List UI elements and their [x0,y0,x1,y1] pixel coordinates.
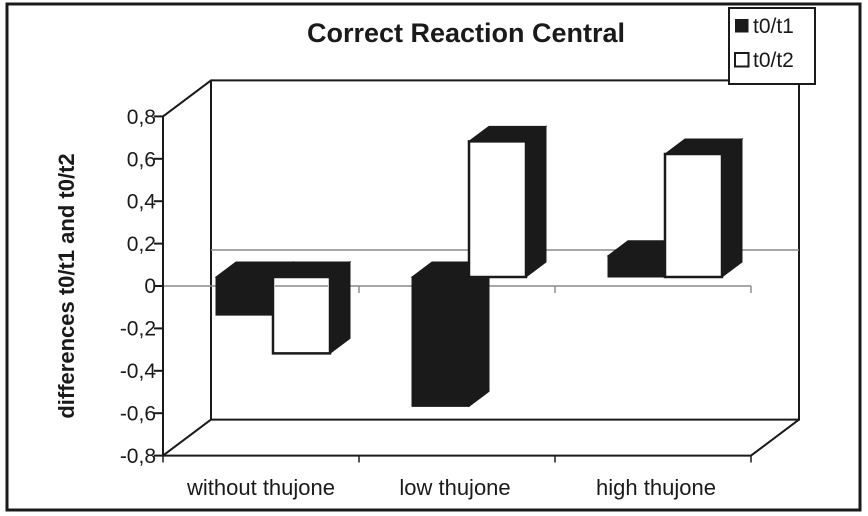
bar-t0-t2-without-thujone [271,261,352,355]
legend-swatch-t0t1-icon [735,19,749,33]
bar-t0-t1-low-thujone [410,261,491,408]
y-tick-labels: 0,8 0,6 0,4 0,2 0 -0,2 -0,4 -0,6 -0,8 [120,106,157,468]
y-tick-label: 0,2 [127,233,156,256]
bar-t0-t2-high-thujone [663,138,744,279]
bar-side-face [525,125,547,278]
legend-swatch-t0t2-icon [734,52,750,68]
y-tick-label: 0,4 [127,191,157,214]
bar-side-face [721,138,743,278]
category-label-without-thujone: without thujone [186,475,335,500]
legend: t0/t1 t0/t2 [728,7,816,85]
category-label-high-thujone: high thujone [596,475,716,500]
y-tick-label: -0,6 [120,403,156,426]
legend-label-t0t1: t0/t1 [753,15,794,38]
bar-front-face [215,276,274,316]
floor-left-edge [162,418,212,457]
legend-label-t0t2: t0/t2 [753,49,794,72]
y-tick-label: 0,6 [127,149,156,172]
y-tick-label: -0,8 [120,445,156,468]
bars-group [214,125,744,408]
y-tick-label: 0 [144,275,156,298]
bar-t0-t2-low-thujone [467,125,548,279]
axis-ticks [154,115,752,463]
bar-side-face [468,261,490,408]
category-label-low-thujone: low thujone [399,475,510,500]
y-tick-label: -0,2 [120,318,156,341]
chart-title: Correct Reaction Central [307,18,625,48]
category-labels: without thujone low thujone high thujone [186,475,716,500]
y-tick-label: 0,8 [127,106,156,129]
bar-front-face [411,276,470,407]
y-axis-title: differences t0/t1 and t0/t2 [54,153,79,418]
bar-front-face [607,255,666,278]
bar-side-face [329,261,351,355]
bar-front-face [467,140,528,279]
bar-front-face [663,152,724,279]
bar-front-face [271,275,332,355]
y-tick-label: -0,4 [120,360,157,383]
